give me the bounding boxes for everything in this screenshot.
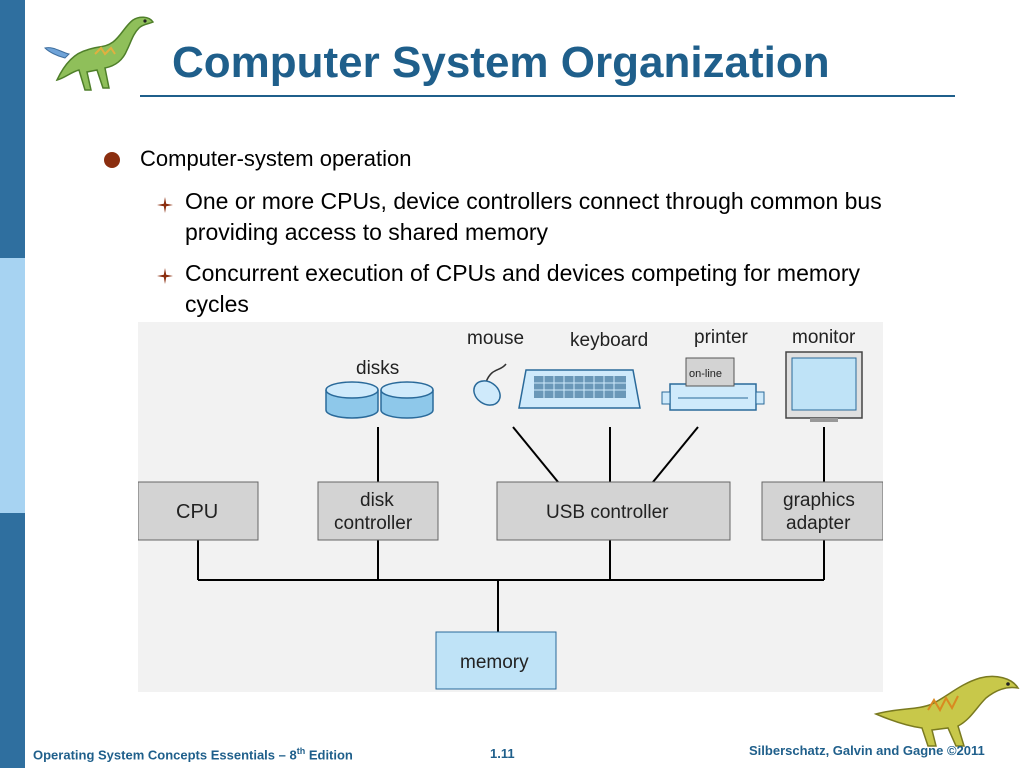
graphics-adapter-label-line2: adapter bbox=[786, 513, 851, 534]
side-bar bbox=[0, 0, 25, 768]
keyboard-icon bbox=[518, 369, 641, 409]
disk-controller-box bbox=[317, 481, 439, 541]
bullet-level2-item: Concurrent execution of CPUs and devices… bbox=[185, 260, 860, 317]
usb-controller-box bbox=[496, 481, 731, 541]
mouse-icon bbox=[473, 363, 507, 406]
system-organization-diagram: disks mouse keyboard on-line printer bbox=[138, 322, 883, 692]
dinosaur-logo-bottom bbox=[873, 675, 1020, 747]
keyboard-label: keyboard bbox=[570, 330, 648, 351]
dinosaur-logo-top bbox=[44, 16, 155, 91]
cpu-label: CPU bbox=[176, 501, 218, 523]
four-point-star-icon bbox=[157, 268, 173, 284]
usb-controller-label: USB controller bbox=[546, 502, 669, 523]
four-point-star-icon bbox=[157, 197, 173, 213]
bullet-dot-icon bbox=[104, 152, 120, 168]
mouse-label: mouse bbox=[467, 328, 524, 349]
graphics-adapter-box bbox=[761, 481, 883, 541]
memory-label: memory bbox=[460, 652, 529, 673]
monitor-icon bbox=[785, 351, 863, 422]
disk-controller-label-line1: disk bbox=[360, 490, 394, 511]
printer-online-label: on-line bbox=[689, 368, 722, 380]
footer-page-number: 1.11 bbox=[490, 746, 515, 761]
memory-box bbox=[435, 631, 557, 690]
side-bar-highlight bbox=[0, 258, 25, 513]
cpu-box bbox=[138, 481, 259, 541]
monitor-label: monitor bbox=[792, 327, 856, 348]
footer-book-title: Operating System Concepts Essentials – 8… bbox=[33, 746, 353, 763]
footer-edition-sup: th bbox=[296, 746, 306, 756]
footer-copyright: Silberschatz, Galvin and Gagne ©2011 bbox=[749, 743, 985, 758]
bullet-level1: Computer-system operation bbox=[140, 146, 412, 171]
disks-label: disks bbox=[356, 358, 399, 379]
bus-lines bbox=[197, 426, 825, 632]
disks-icon bbox=[325, 381, 434, 419]
graphics-adapter-label-line1: graphics bbox=[783, 490, 855, 511]
printer-label: printer bbox=[694, 327, 749, 348]
title-underline bbox=[140, 95, 955, 97]
slide-title: Computer System Organization bbox=[172, 38, 830, 87]
printer-icon bbox=[661, 357, 765, 411]
bullet-level2-item: One or more CPUs, device controllers con… bbox=[185, 188, 882, 245]
disk-controller-label-line2: controller bbox=[334, 513, 413, 534]
